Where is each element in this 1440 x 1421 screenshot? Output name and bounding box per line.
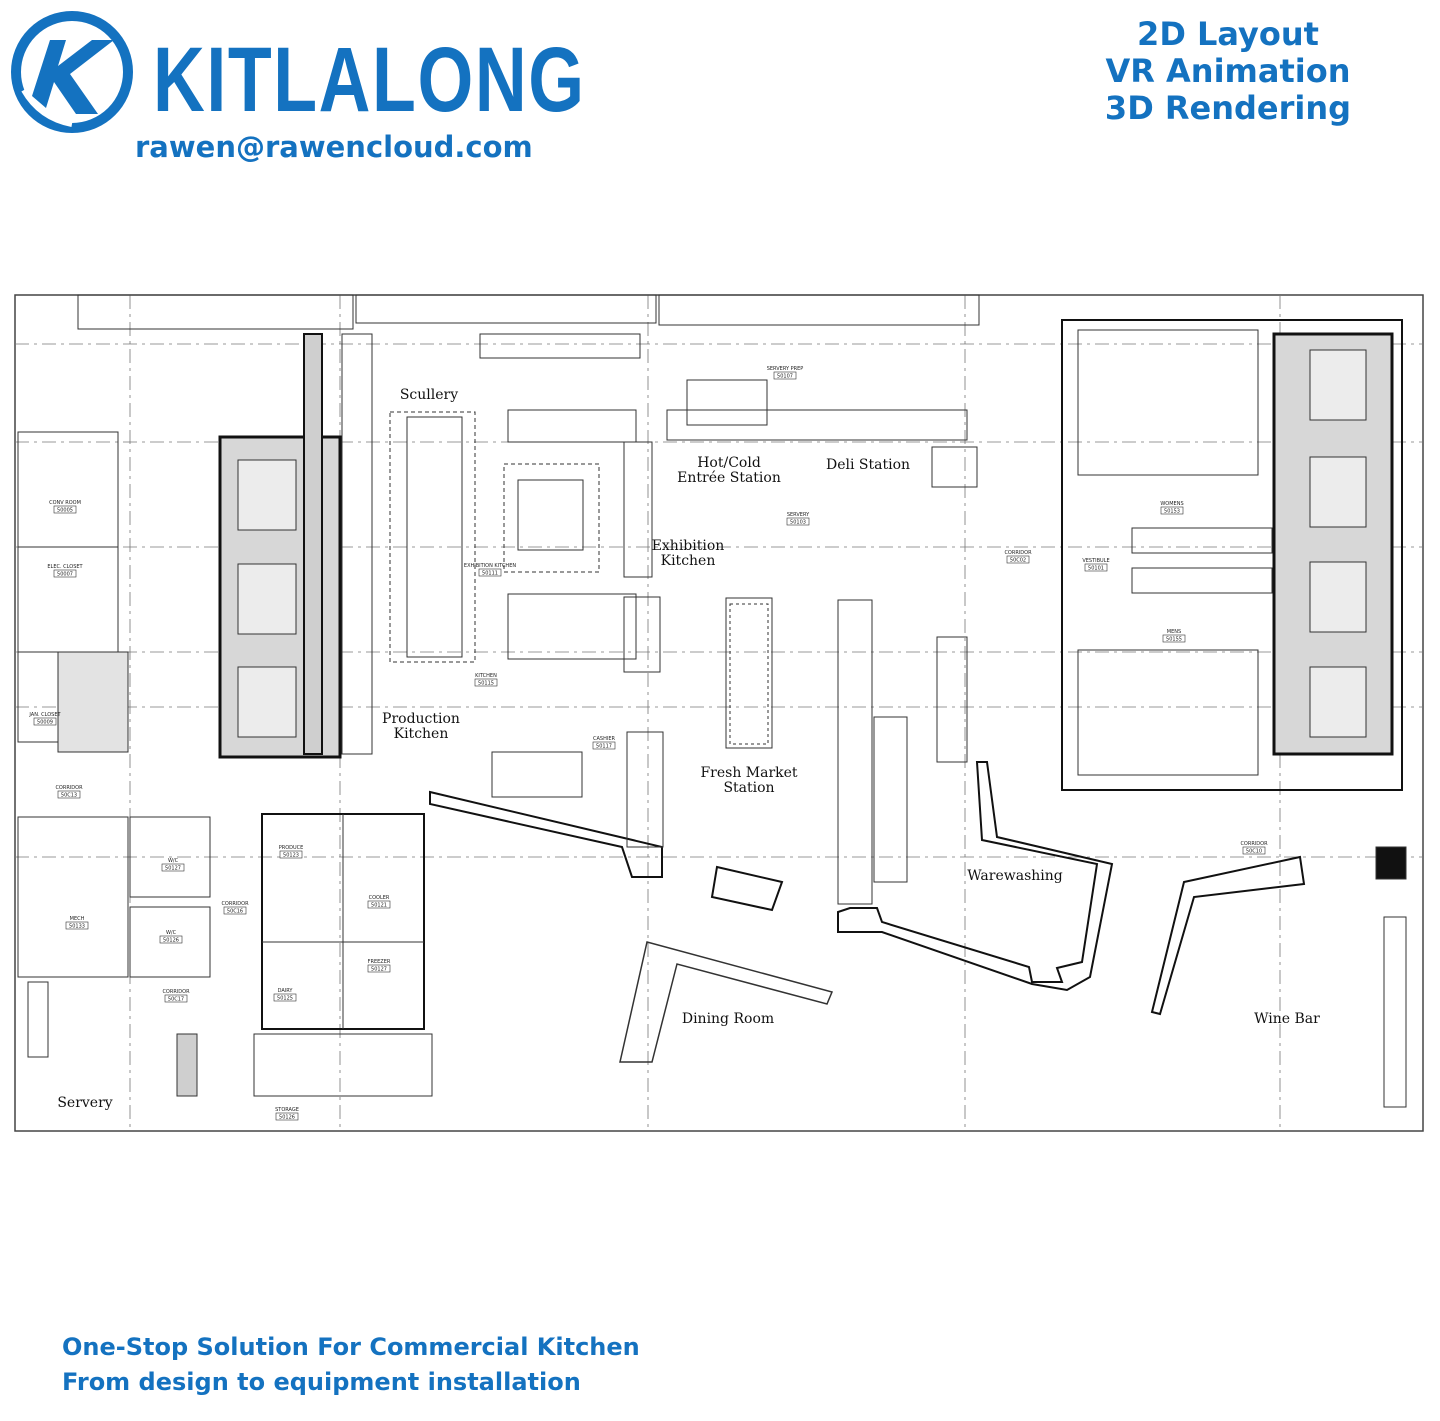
room-tag-box-corr02: [1006, 555, 1030, 564]
room-tag-num-wc1: 50127: [165, 866, 181, 872]
room-tag-num-kitchen: 50115: [478, 681, 494, 687]
room-tag-name-corr02: CORRIDOR: [1004, 550, 1032, 556]
room-tag-box-kitchen: [474, 678, 498, 687]
room-tag-num-mens: 50155: [1166, 637, 1182, 643]
room-tag-num-cooler: 50121: [371, 903, 387, 909]
room-label-production: Kitchen: [394, 726, 449, 742]
service-2d-layout: 2D Layout: [1137, 15, 1319, 53]
k-logo-icon: [11, 11, 133, 133]
room-tag-name-corr16: CORRIDOR: [221, 901, 249, 907]
room-tag-name-exkit: EXHIBITION KITCHEN: [464, 563, 516, 569]
room-label-winebar: Wine Bar: [1254, 1011, 1320, 1027]
room-tag-box-cashier: [592, 741, 616, 750]
room-tag-name-corr17: CORRIDOR: [162, 989, 190, 995]
room-tag-num-servery: 50103: [790, 520, 806, 526]
room-tag-num-corr16: 50C16: [227, 909, 243, 915]
room-tag-name-cooler: COOLER: [369, 895, 390, 901]
room-tag-num-produce: 50123: [283, 853, 299, 859]
room-tag-name-mech: MECH: [70, 916, 85, 922]
room-tag-num-conv: 50005: [57, 508, 73, 514]
room-tag-box-exkit: [478, 568, 502, 577]
room-label-hotcold: Hot/Cold: [697, 455, 761, 471]
room-tag-name-corr10: CORRIDOR: [1240, 841, 1268, 847]
room-tag-name-corr13: CORRIDOR: [55, 785, 83, 791]
room-tag-num-corr17: 50C17: [168, 997, 184, 1003]
room-tag-box-servery: [786, 517, 810, 526]
room-tag-name-conv: CONV ROOM: [49, 500, 81, 506]
service-3d-rendering: 3D Rendering: [1104, 89, 1352, 127]
room-label-warewashing: Warewashing: [967, 868, 1063, 884]
room-label-servery: Servery: [57, 1095, 112, 1111]
room-tag-name-storage: STORAGE: [275, 1107, 299, 1113]
room-tag-num-wc2: 50126: [163, 938, 179, 944]
room-tag-name-kitchen: KITCHEN: [475, 673, 497, 679]
services-list: 2D Layout VR Animation 3D Rendering: [1088, 16, 1368, 127]
room-tag-name-wc1: W/C: [168, 858, 179, 864]
room-tag-box-mens: [1162, 634, 1186, 643]
brand-name: KITLALONG: [153, 29, 586, 131]
room-tag-num-corr13: 50C13: [61, 793, 77, 799]
room-tag-name-jan: JAN. CLOSET: [28, 712, 61, 718]
room-tag-box-cooler: [367, 900, 391, 909]
room-tag-box-corr13: [57, 790, 81, 799]
room-tag-box-produce: [279, 850, 303, 859]
room-label-exhibition: Exhibition: [652, 538, 725, 554]
room-tag-name-dairy: DAIRY: [278, 988, 294, 994]
room-label-scullery: Scullery: [400, 387, 458, 403]
room-tag-num-elec: 50007: [57, 572, 73, 578]
room-label-production: Production: [382, 711, 460, 727]
room-tag-name-produce: PRODUCE: [279, 845, 304, 851]
room-tag-num-exkit: 50111: [482, 571, 498, 577]
room-label-hotcold: Entrée Station: [677, 470, 781, 486]
service-vr-animation: VR Animation: [1105, 52, 1351, 90]
room-tag-box-elec: [53, 569, 77, 578]
room-tag-name-elec: ELEC. CLOSET: [47, 564, 83, 570]
room-tag-num-storage: 50126: [279, 1115, 295, 1121]
room-tag-box-vest: [1084, 563, 1108, 572]
room-label-deli: Deli Station: [826, 457, 910, 473]
room-tag-name-cashier: CASHIER: [593, 736, 615, 742]
room-tag-box-corr10: [1242, 846, 1266, 855]
room-tag-name-freezer: FREEZER: [368, 959, 391, 965]
room-tag-num-freezer: 50127: [371, 967, 387, 973]
room-tag-name-womens: WOMENS: [1160, 501, 1183, 507]
room-tag-num-mech: 50133: [69, 924, 85, 930]
room-tag-num-jan: 50009: [37, 720, 53, 726]
room-tag-box-conv: [53, 505, 77, 514]
room-tag-name-wc2: W/C: [166, 930, 177, 936]
footer-line-1: One-Stop Solution For Commercial Kitchen: [62, 1333, 640, 1361]
room-tag-num-dairy: 50125: [277, 996, 293, 1002]
brand-email[interactable]: rawen@rawencloud.com: [135, 130, 533, 164]
footer-line-2: From design to equipment installation: [62, 1368, 581, 1396]
room-label-freshmarket: Fresh Market: [700, 765, 797, 781]
room-tag-num-womens: 50153: [1164, 509, 1180, 515]
footer-tagline: One-Stop Solution For Commercial Kitchen…: [62, 1330, 640, 1400]
brand-header: KITLALONG rawen@rawencloud.com: [10, 10, 610, 180]
room-tag-num-cashier: 50117: [596, 744, 612, 750]
room-tag-box-servprep: [773, 371, 797, 380]
room-tag-box-storage: [275, 1112, 299, 1121]
room-tag-num-corr02: 50C02: [1010, 558, 1026, 564]
room-label-dining: Dining Room: [682, 1011, 774, 1027]
room-tag-num-servprep: 50107: [777, 374, 793, 380]
room-tag-num-vest: 50101: [1088, 566, 1104, 572]
room-tag-box-mech: [65, 921, 89, 930]
room-tag-name-servprep: SERVERY PREP: [767, 366, 804, 372]
room-tag-box-wc2: [159, 935, 183, 944]
room-label-freshmarket: Station: [723, 780, 774, 796]
room-tag-box-dairy: [273, 993, 297, 1002]
room-tag-num-corr10: 50C10: [1246, 849, 1262, 855]
room-tag-box-corr16: [223, 906, 247, 915]
room-tag-box-jan: [33, 717, 57, 726]
room-label-exhibition: Kitchen: [661, 553, 716, 569]
room-tag-box-wc1: [161, 863, 185, 872]
room-tag-name-mens: MENS: [1167, 629, 1181, 635]
room-tag-name-vest: VESTIBULE: [1082, 558, 1109, 564]
room-tag-box-freezer: [367, 964, 391, 973]
room-tag-box-womens: [1160, 506, 1184, 515]
room-tag-name-servery: SERVERY: [787, 512, 810, 518]
room-tag-box-corr17: [164, 994, 188, 1003]
